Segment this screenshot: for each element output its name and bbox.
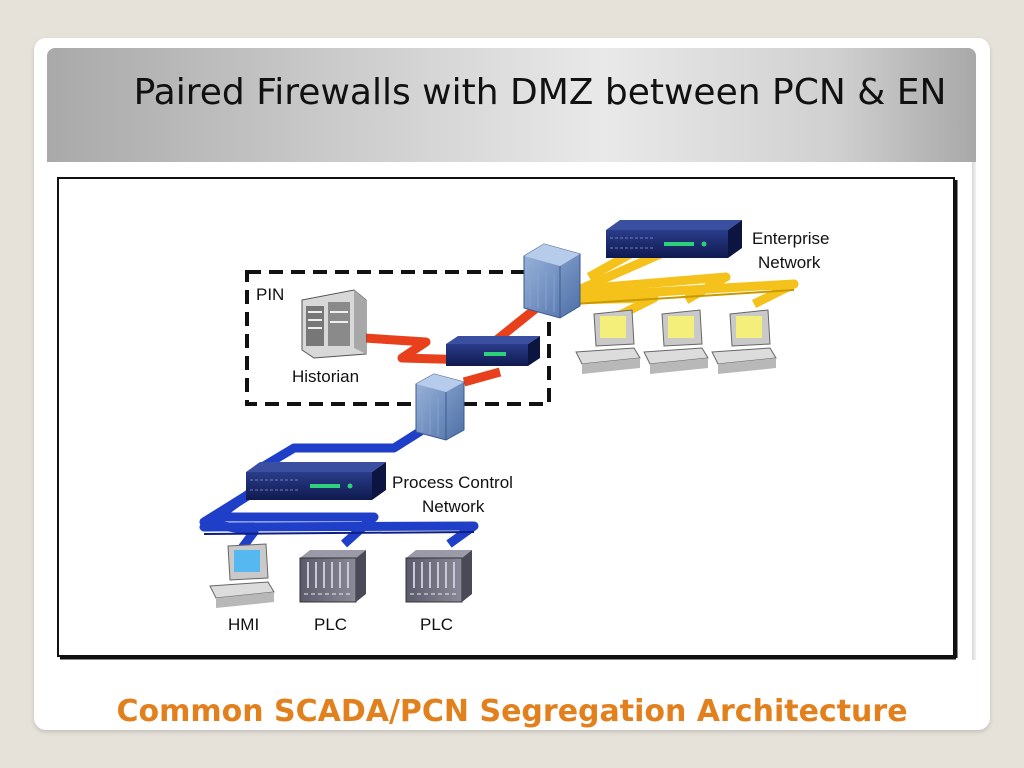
plc-1-label: PLC	[314, 615, 347, 634]
enterprise-workstation-3-icon	[711, 309, 777, 374]
process-switch-icon	[246, 462, 386, 500]
enterprise-network-label-2: Network	[758, 253, 821, 272]
historian-server-icon	[301, 289, 367, 359]
enterprise-workstation-2-icon	[643, 309, 709, 374]
slide-edge-shade	[972, 162, 976, 660]
plc-2-label: PLC	[420, 615, 453, 634]
slide-title: Paired Firewalls with DMZ between PCN & …	[133, 72, 947, 113]
enterprise-firewall-icon	[523, 243, 581, 319]
enterprise-workstation-1-icon	[575, 309, 641, 374]
network-diagram: PIN Historian	[57, 177, 958, 660]
dmz-switch-icon	[446, 336, 540, 366]
enterprise-switch-icon	[606, 220, 742, 258]
process-network-label-1: Process Control	[392, 473, 513, 492]
slide-caption: Common SCADA/PCN Segregation Architectur…	[116, 694, 908, 729]
plc-1-icon	[299, 550, 366, 603]
hmi-label: HMI	[228, 615, 259, 634]
historian-label: Historian	[292, 367, 359, 386]
pin-label: PIN	[256, 285, 284, 304]
plc-2-icon	[405, 550, 472, 603]
process-network-label-2: Network	[422, 497, 485, 516]
process-links	[199, 420, 479, 555]
enterprise-network-label-1: Enterprise	[752, 229, 829, 248]
process-firewall-icon	[415, 373, 465, 441]
hmi-workstation-icon	[209, 543, 275, 608]
enterprise-links-shadow	[573, 289, 795, 305]
diagram-frame	[57, 177, 955, 657]
title-bar	[47, 48, 976, 162]
process-links-shadow	[203, 531, 475, 535]
pin-zone-box	[245, 270, 551, 406]
